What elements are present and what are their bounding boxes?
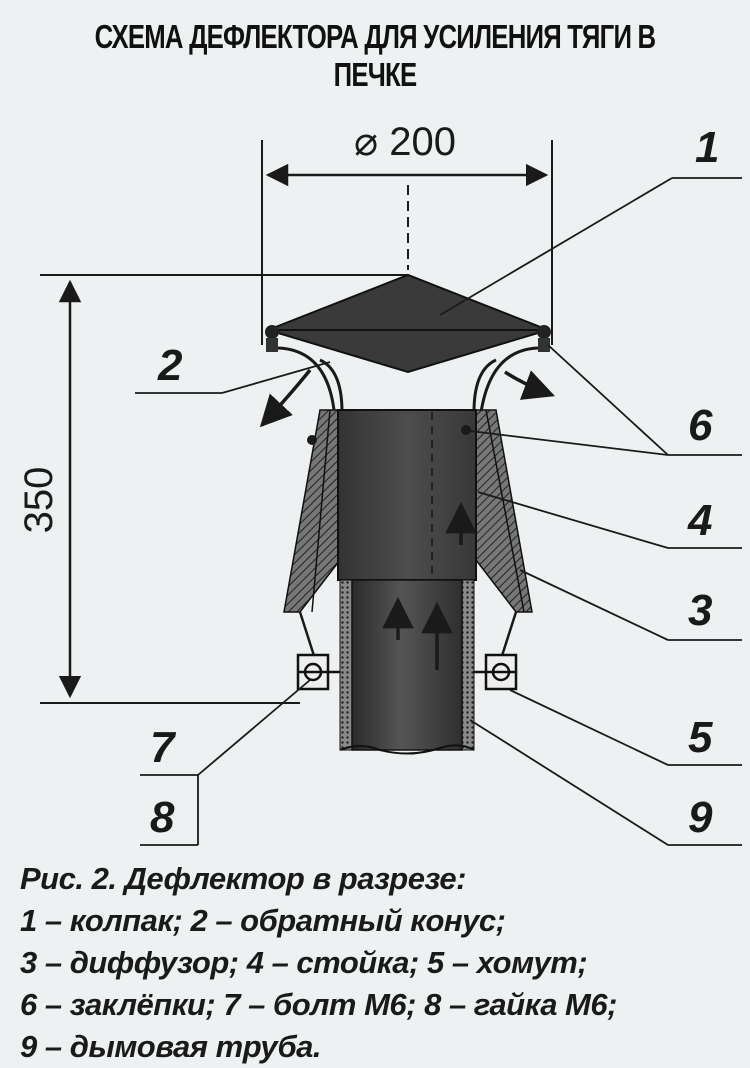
rivet-body (461, 425, 471, 435)
diffuser (283, 409, 533, 663)
caption-line: 1 – колпак; 2 – обратный конус; (20, 903, 506, 938)
stand-rods (277, 346, 539, 421)
stand-body (337, 409, 477, 581)
height-label: 350 (17, 467, 61, 534)
callout-1: 1 (695, 123, 719, 172)
rivet-diffuser (307, 435, 317, 445)
flow-arrows (259, 368, 555, 428)
callout-5: 5 (688, 713, 713, 762)
callout-2: 2 (157, 341, 183, 390)
leader-lines (135, 177, 742, 846)
rivet-right (537, 325, 551, 339)
cap (264, 273, 552, 374)
height-dimension: 350 (17, 274, 408, 704)
callout-8: 8 (150, 793, 175, 842)
callout-6: 6 (688, 401, 713, 450)
caption-line: 9 – дымовая труба. (20, 1029, 322, 1064)
rivet-left (265, 325, 279, 339)
figure-caption: Рис. 2. Дефлектор в разрезе: 1 – колпак;… (20, 858, 740, 1068)
draft-arrows (382, 501, 477, 670)
clamp (296, 653, 518, 691)
caption-line: 6 – заклёпки; 7 – болт М6; 8 – гайка М6; (20, 987, 617, 1022)
callout-3: 3 (688, 586, 712, 635)
caption-heading: Рис. 2. Дефлектор в разрезе: (20, 861, 466, 896)
callout-9: 9 (688, 793, 713, 842)
callout-numbers: 1 2 3 4 5 6 7 8 9 (150, 123, 719, 842)
diagram-title: СХЕМА ДЕФЛЕКТОРА ДЛЯ УСИЛЕНИЯ ТЯГИ В ПЕЧ… (94, 18, 656, 93)
caption-line: 3 – диффузор; 4 – стойка; 5 – хомут; (20, 945, 588, 980)
diameter-label: ⌀ 200 (354, 120, 456, 164)
diameter-dimension: ⌀ 200 (261, 120, 553, 345)
callout-4: 4 (687, 496, 712, 545)
smoke-pipe (339, 579, 475, 755)
callout-7: 7 (150, 723, 177, 772)
